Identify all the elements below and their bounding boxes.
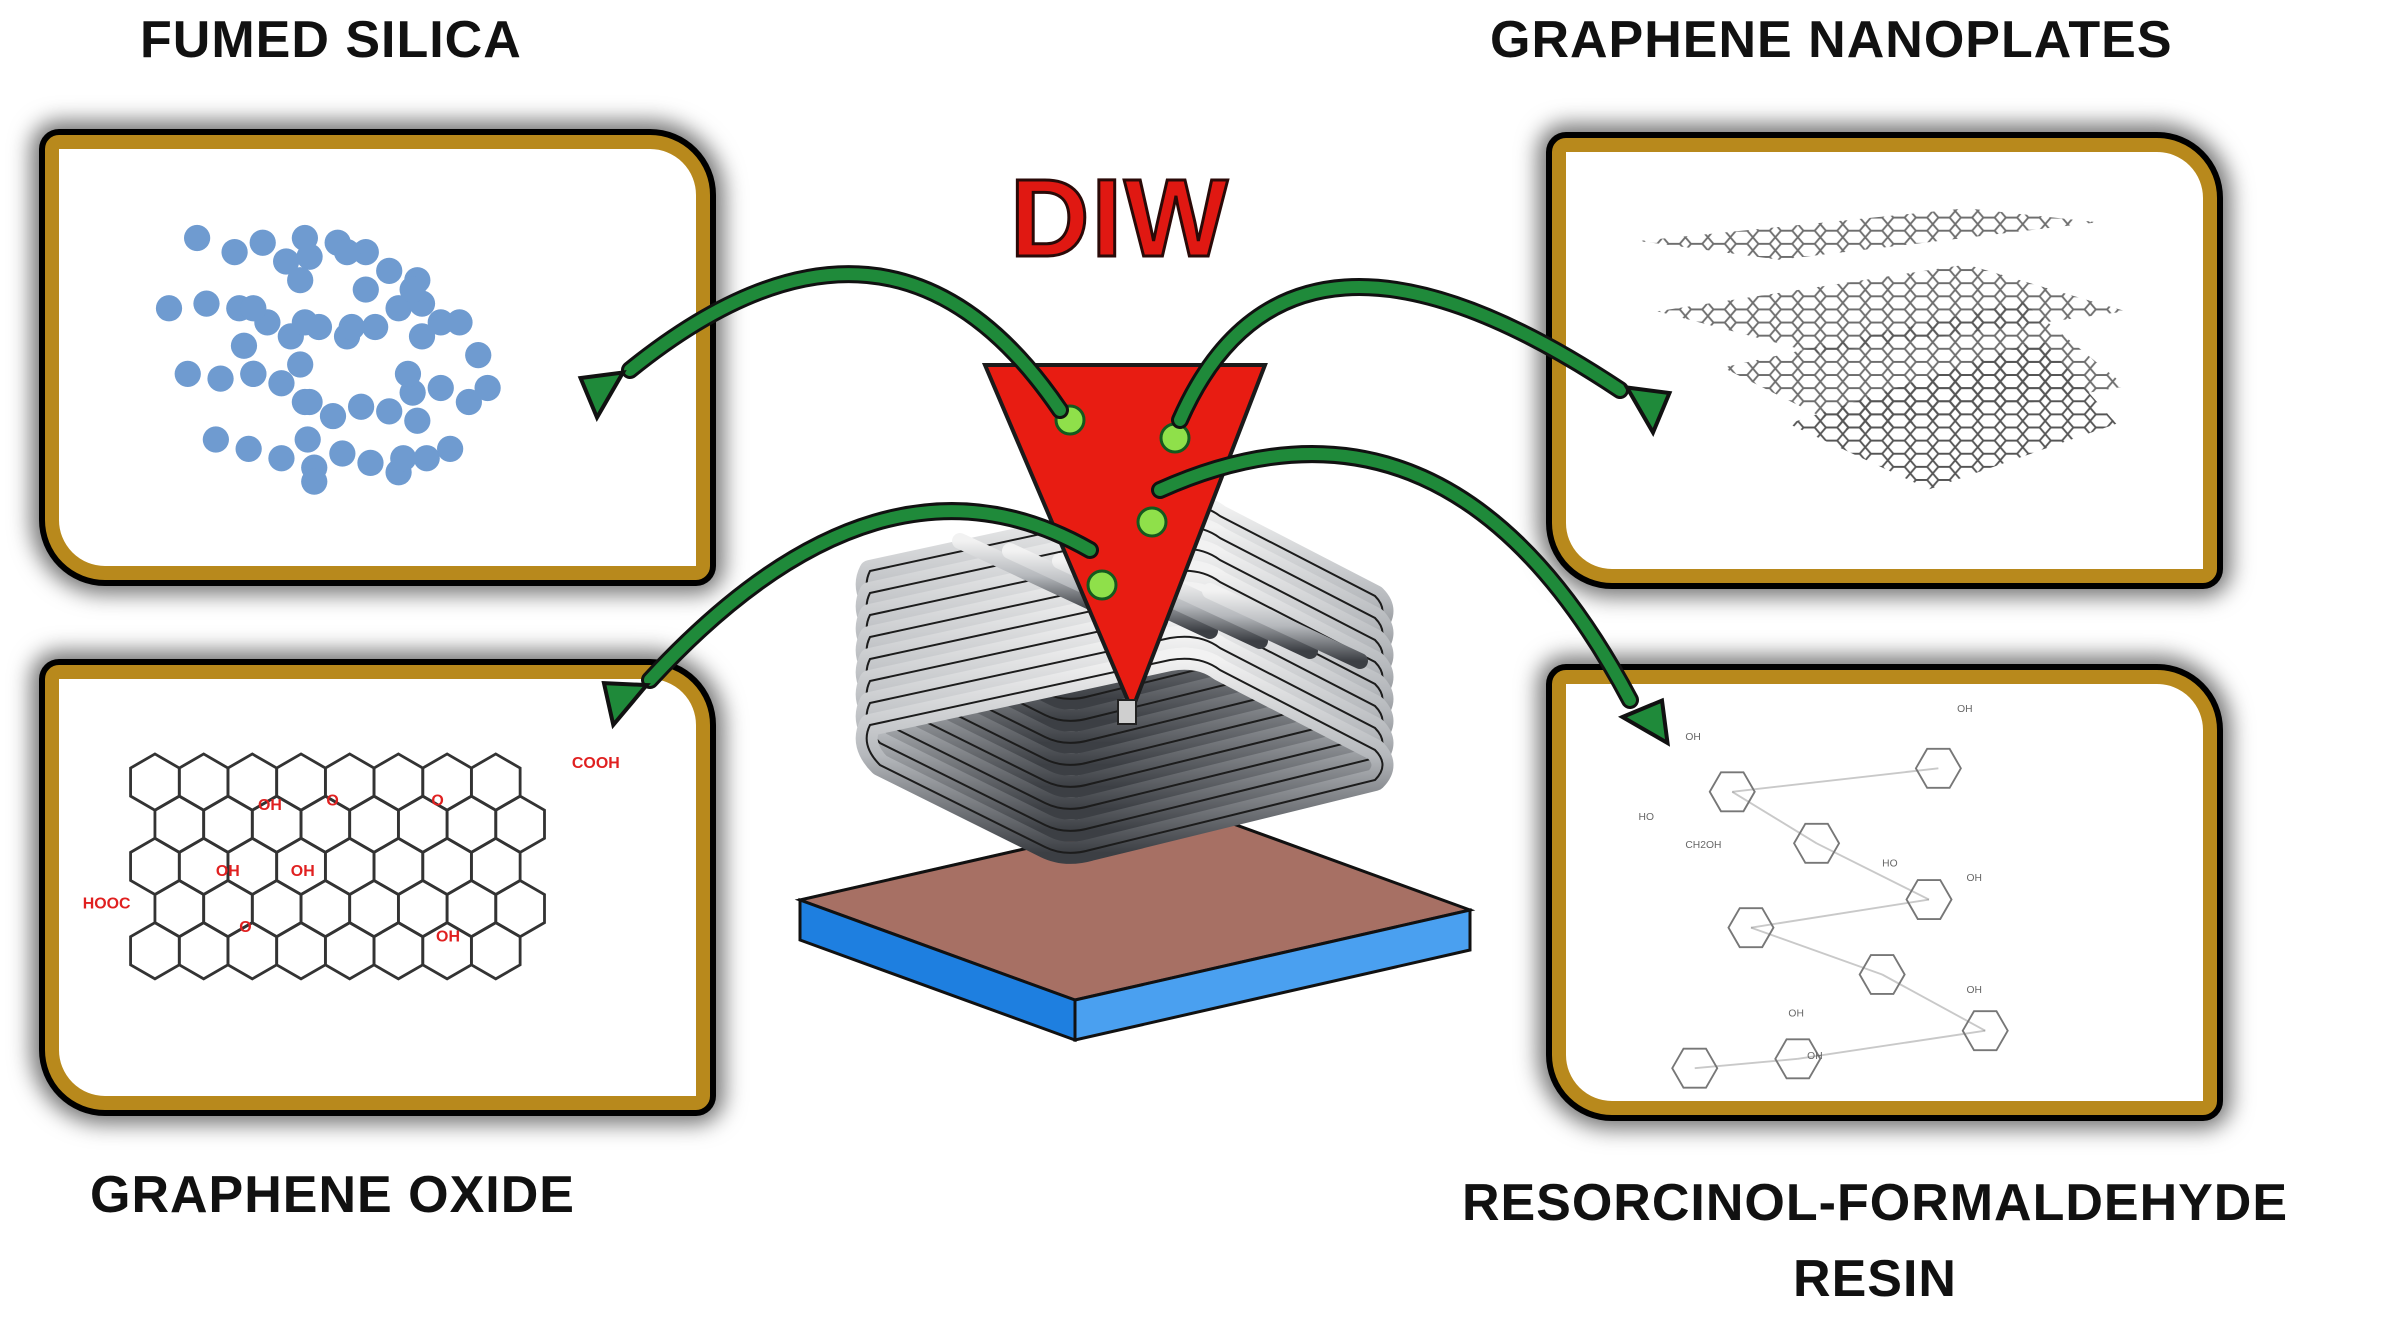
epoxy-o-group: O <box>239 919 251 936</box>
graphene-oxide-panel: COOH HOOC OH OH OH OH O O O <box>45 665 710 1110</box>
cooh-group: COOH <box>572 755 620 772</box>
oh-label: OH <box>1807 1051 1822 1062</box>
oh-label: OH <box>1966 873 1981 884</box>
oh-group: OH <box>436 928 460 945</box>
graphene-nanoplates-illustration <box>1638 208 2126 490</box>
epoxy-o-group: O <box>326 793 338 810</box>
rf-resin-panel: OH OH HO CH2OH HO OH OH OH OH <box>1552 670 2217 1115</box>
oh-label: OH <box>1966 985 1981 996</box>
graphene-nanoplates-panel <box>1552 138 2217 583</box>
rf-resin-label: RESORCINOL-FORMALDEHYDE RESIN <box>1380 1165 2370 1317</box>
arrow-head-icon <box>577 369 627 423</box>
epoxy-o-group: O <box>431 793 443 810</box>
oh-group: OH <box>258 797 282 814</box>
oh-group: OH <box>216 863 240 880</box>
oh-group: OH <box>291 863 315 880</box>
rf-resin-label-line2: RESIN <box>1793 1250 1957 1308</box>
rf-resin-label-line1: RESORCINOL-FORMALDEHYDE <box>1461 1174 2289 1232</box>
ho-label: HO <box>1882 859 1897 870</box>
ho-label: HO <box>1639 812 1654 823</box>
oh-label: OH <box>1788 1009 1803 1020</box>
graphene-oxide-illustration: COOH HOOC OH OH OH OH O O O <box>83 752 620 981</box>
fumed-silica-label: FUMED SILICA <box>140 11 522 69</box>
oh-label: OH <box>1957 704 1972 715</box>
arrow-head-icon <box>1617 697 1671 747</box>
ch2oh-label: CH2OH <box>1685 840 1721 851</box>
arrow-head-icon <box>1623 384 1673 438</box>
fumed-silica-panel <box>45 135 710 580</box>
rf-resin-illustration: OH OH HO CH2OH HO OH OH OH OH <box>1639 704 2009 1089</box>
fumed-silica-illustration <box>155 224 501 495</box>
graphene-nanoplates-label: GRAPHENE NANOPLATES <box>1490 11 2173 69</box>
diw-title: DIW <box>1009 156 1230 282</box>
arrow-head-icon <box>601 681 651 730</box>
ink-particles <box>1054 404 1191 601</box>
oh-label: OH <box>1685 732 1700 743</box>
hooc-group: HOOC <box>83 896 131 913</box>
graphene-oxide-label: GRAPHENE OXIDE <box>90 1166 575 1224</box>
flow-arrows <box>577 265 1673 747</box>
